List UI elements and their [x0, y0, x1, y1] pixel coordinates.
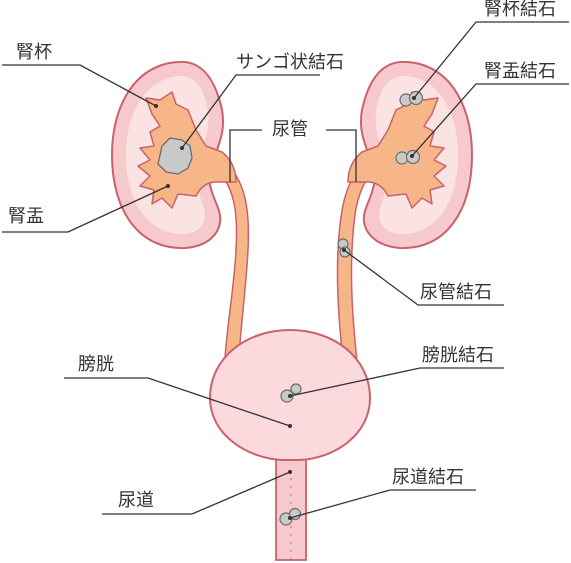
label-calyceal-stone: 腎杯結石 [484, 0, 556, 20]
label-bladder: 膀胱 [78, 354, 114, 375]
label-staghorn-stone: サンゴ状結石 [236, 52, 344, 73]
label-urethra: 尿道 [118, 490, 154, 511]
calyceal-stone [399, 90, 424, 107]
leader-urethra [102, 471, 291, 515]
label-ureter: 尿管 [272, 119, 308, 140]
leader-bladder-stone [289, 367, 504, 397]
leader-staghorn-stone [181, 74, 320, 149]
leader-bladder [64, 377, 291, 427]
leader-ureteral-stone [343, 249, 504, 306]
leader-urethral-stone [289, 489, 476, 519]
label-ureteral-stone: 尿管結石 [420, 282, 492, 303]
label-pelvic-stone: 腎盂結石 [484, 61, 556, 82]
label-renal-calyx: 腎杯 [16, 42, 52, 63]
leader-calyceal-stone [413, 21, 569, 99]
bladder-stone [280, 383, 302, 403]
label-urethral-stone: 尿道結石 [392, 467, 464, 488]
leader-ureter-left [229, 129, 262, 182]
leader-ureter-right [326, 129, 357, 182]
leader-renal-calyx [2, 64, 157, 107]
label-renal-pelvis: 腎盂 [8, 206, 44, 227]
leader-pelvic-stone [411, 83, 569, 157]
label-bladder-stone: 膀胱結石 [422, 345, 494, 366]
left-ureter [210, 157, 250, 373]
leader-renal-pelvis [2, 185, 169, 233]
right-renal-pelvis [347, 91, 447, 209]
